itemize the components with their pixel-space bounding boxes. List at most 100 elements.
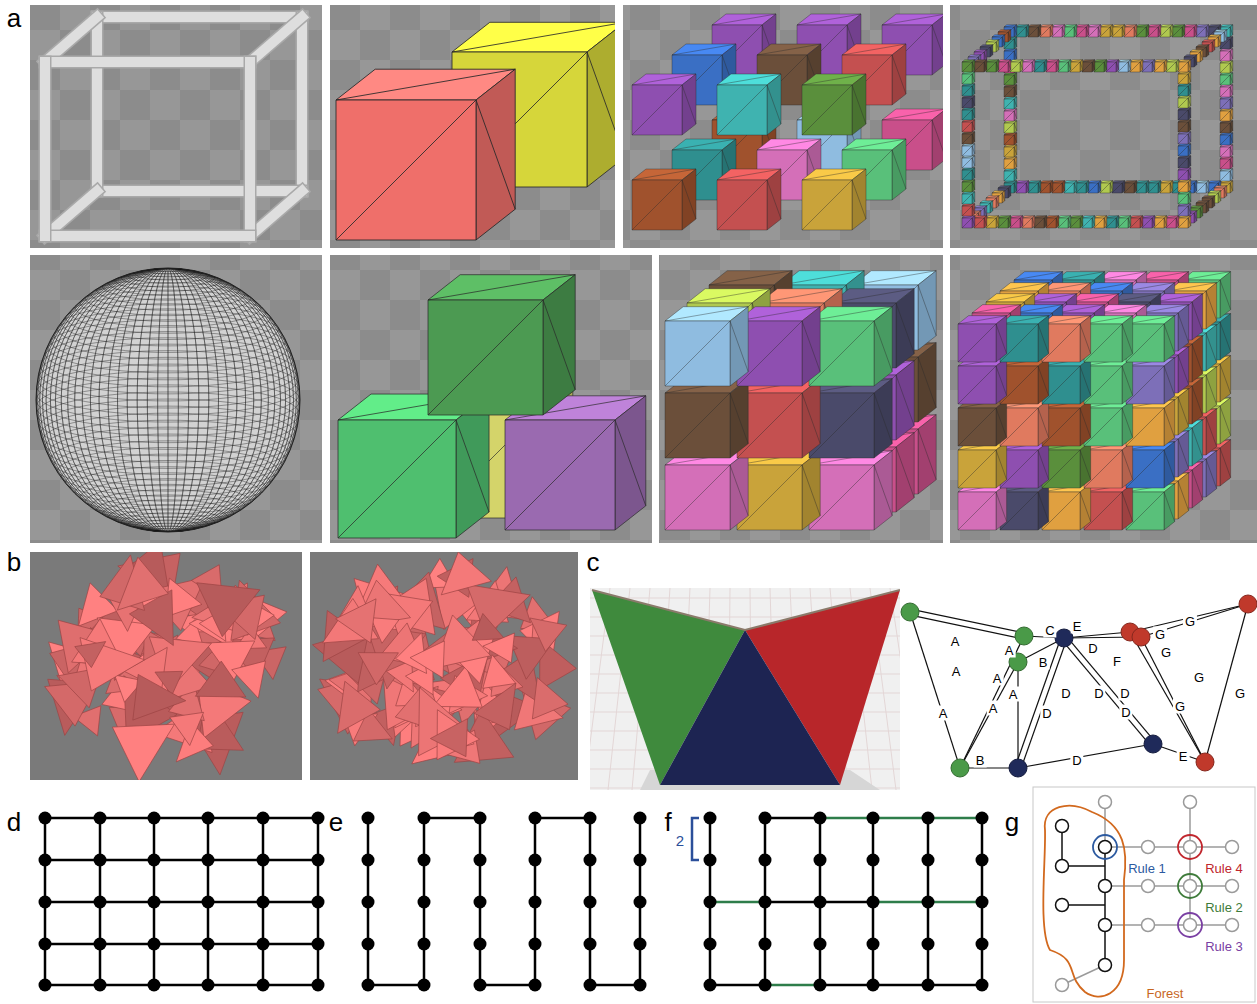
cube-face [874, 451, 892, 530]
face-diagonal [730, 393, 748, 444]
cube [962, 96, 975, 108]
cube [962, 108, 975, 120]
face-diagonal [1040, 25, 1053, 27]
face-diagonal [1000, 283, 1049, 291]
face-diagonal [1208, 25, 1221, 27]
cube [1220, 49, 1233, 61]
frame-beam-edge [97, 11, 302, 24]
face-diagonal [1142, 60, 1155, 62]
cube-face [972, 72, 975, 84]
face-diagonal [1062, 183, 1065, 191]
cube [1004, 133, 1017, 145]
face-diagonal [1076, 25, 1089, 27]
cube [1010, 216, 1023, 228]
face-diagonal [984, 218, 987, 226]
cube [1130, 60, 1143, 72]
cube-face [990, 201, 993, 213]
face-diagonal [1196, 181, 1209, 183]
face-diagonal [1230, 27, 1233, 35]
face-diagonal [998, 218, 1008, 228]
cube [962, 216, 975, 228]
face-diagonal [1178, 134, 1188, 144]
cube-face [1220, 135, 1230, 145]
cube [632, 74, 696, 135]
face-diagonal [1110, 27, 1113, 35]
face-diagonal [1022, 60, 1035, 62]
cube-face [1224, 186, 1227, 198]
cube-face [1068, 216, 1071, 228]
face-diagonal [1008, 188, 1011, 196]
face-diagonal [1028, 181, 1041, 183]
face-diagonal [1070, 216, 1083, 218]
cube-face [1004, 171, 1014, 181]
cube [1016, 25, 1029, 37]
face-diagonal [1206, 333, 1217, 363]
mesh-line [42, 268, 293, 532]
face-diagonal [1034, 62, 1044, 72]
mesh-line [137, 268, 199, 532]
face-diagonal [1056, 218, 1059, 226]
cube-face [1188, 108, 1191, 120]
mesh-line [99, 268, 237, 532]
face-diagonal [962, 86, 972, 96]
face-diagonal [1142, 218, 1152, 228]
cube-face [1004, 51, 1014, 61]
cube-face [1002, 191, 1005, 203]
cube-face [962, 98, 972, 108]
cube [1088, 25, 1101, 37]
face-diagonal [1014, 135, 1017, 143]
cube-face [984, 216, 987, 228]
face-diagonal [1230, 135, 1233, 143]
cube-face [972, 60, 975, 72]
face-diagonal [1020, 218, 1023, 226]
face-diagonal [998, 186, 1011, 188]
cube-face [1130, 218, 1140, 228]
cube [1040, 25, 1053, 37]
face-diagonal [1170, 27, 1173, 35]
cube-face [1014, 37, 1017, 49]
cube [1028, 25, 1041, 37]
face-diagonal [717, 180, 767, 230]
face-diagonal [972, 218, 975, 226]
face-diagonal [1220, 25, 1233, 27]
cube-face [1106, 62, 1116, 72]
face-diagonal [1004, 159, 1014, 169]
face-diagonal [1178, 194, 1188, 204]
cube-face [1146, 181, 1149, 193]
face-diagonal [1058, 62, 1068, 72]
face-diagonal [998, 62, 1008, 72]
cube [1178, 192, 1191, 204]
cube-face [1008, 60, 1011, 72]
face-diagonal [1116, 218, 1119, 226]
cube-face [1014, 97, 1017, 109]
cube-face [1046, 218, 1056, 228]
face-diagonal [1176, 218, 1179, 226]
mesh-line [158, 268, 179, 532]
face-diagonal [1004, 171, 1014, 181]
cube-face [918, 343, 936, 422]
cube-face [1104, 60, 1107, 72]
face-diagonal [882, 109, 943, 120]
cube-face [1160, 27, 1170, 37]
face-diagonal [1146, 27, 1149, 35]
cube-face [452, 22, 615, 52]
cube-face [1212, 196, 1215, 208]
face-diagonal [1178, 146, 1188, 156]
face-diagonal [986, 196, 999, 198]
face-diagonal [1010, 216, 1023, 218]
cube-face [962, 146, 972, 156]
cube-face [1052, 183, 1062, 193]
cube [1076, 25, 1089, 37]
cube-face [1220, 356, 1231, 402]
face-diagonal [1004, 75, 1014, 85]
mesh-line [117, 268, 218, 532]
cube [1106, 60, 1119, 72]
cube-face [1192, 420, 1203, 466]
face-diagonal [974, 50, 987, 52]
face-diagonal [1070, 60, 1083, 62]
face-diagonal [1214, 30, 1227, 32]
face-diagonal [1188, 74, 1191, 82]
face-diagonal [505, 420, 615, 530]
cube-face [1028, 183, 1038, 193]
frame-beam-edge [45, 230, 250, 243]
